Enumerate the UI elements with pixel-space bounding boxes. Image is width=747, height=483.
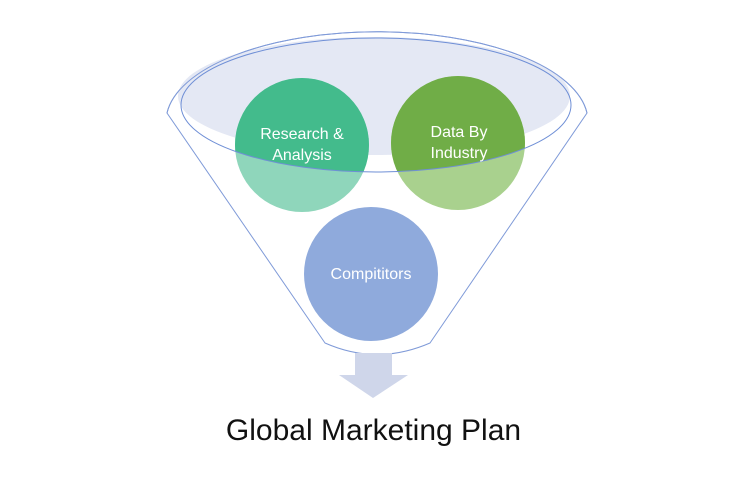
- circle-research-analysis: [235, 78, 369, 172]
- research-label-line2: Analysis: [272, 147, 332, 164]
- research-label-line1: Research &: [260, 126, 344, 143]
- compititors-label: Compititors: [331, 266, 412, 283]
- diagram-title: Global Marketing Plan: [225, 414, 522, 447]
- industry-label-line1: Data By: [431, 124, 488, 141]
- circle-data-by-industry: [391, 76, 525, 172]
- circle-compititors: [304, 207, 438, 341]
- funnel-rim-inner: [180, 37, 572, 173]
- industry-label-line2: Industry: [431, 145, 488, 162]
- down-arrow-icon: [339, 353, 408, 398]
